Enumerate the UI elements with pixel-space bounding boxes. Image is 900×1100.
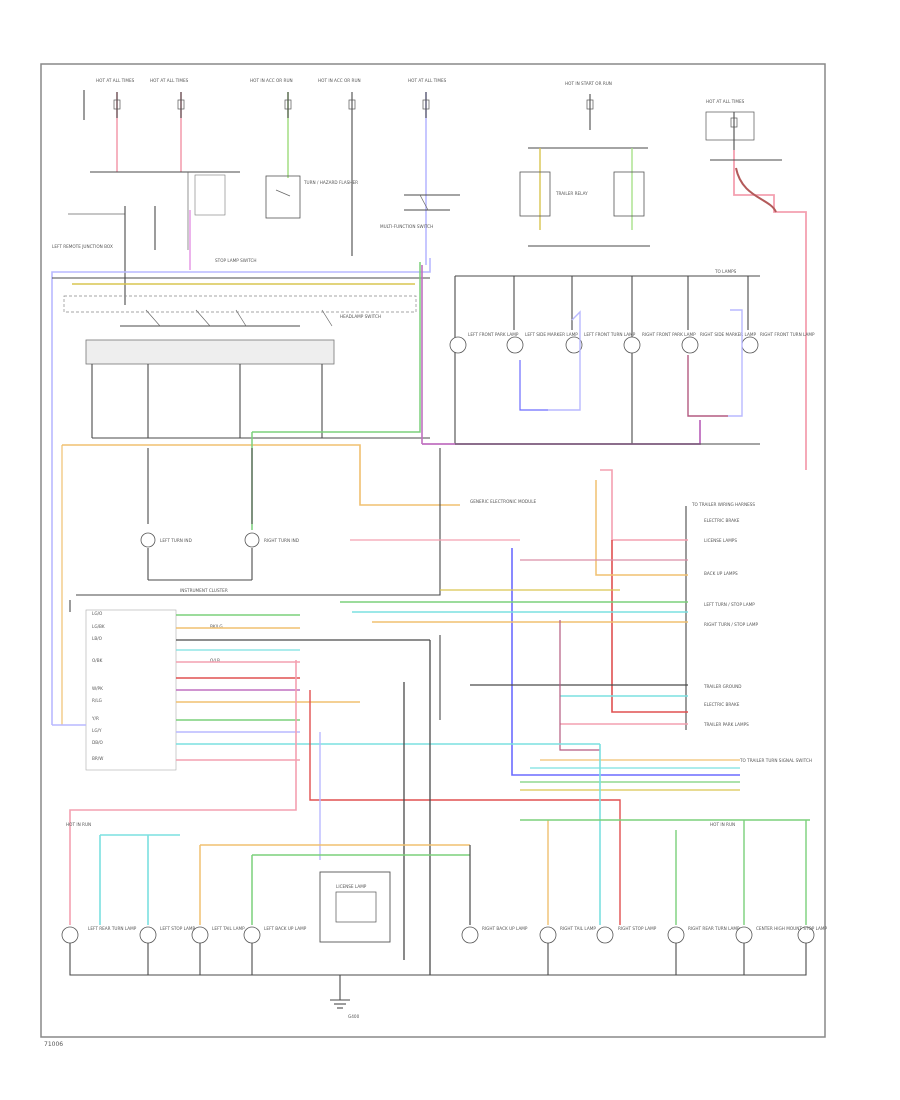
license-lamp-module [319,871,391,943]
rear-lamp-7: RIGHT TAIL LAMP [560,926,596,931]
instrument-cluster-label: INSTRUMENT CLUSTER [180,588,228,593]
left-harness-rows: LG/O LG/BK LB/O O/BK W/PK R/LG Y/R LG/Y … [52,609,621,975]
front-lamp-bank: TO LAMPS LEFT FRONT PARK LAMP LEFT SIDE … [421,265,815,445]
lamp-upper-1: LEFT FRONT PARK LAMP [468,332,519,337]
source-label-5: HOT AT ALL TIMES [408,78,447,83]
rear-lamp-1: LEFT REAR TURN LAMP [88,926,137,931]
flasher-relay: TURN / HAZARD FLASHER [265,175,358,219]
flasher-label: TURN / HAZARD FLASHER [303,180,358,185]
conn-label-5: RIGHT TURN / STOP LAMP [704,622,758,627]
conn-label-9: TO TRAILER TURN SIGNAL SWITCH [739,758,812,763]
multifunction-switch-top: MULTI-FUNCTION SWITCH [380,194,460,229]
lamp-upper-3: LEFT FRONT TURN LAMP [584,332,636,337]
source-label-6: HOT IN START OR RUN [565,81,612,86]
relay-label: TRAILER RELAY [555,191,588,196]
headlamp-switch-label: HEADLAMP SWITCH [340,314,381,319]
lamp-upper-6: RIGHT FRONT TURN LAMP [760,332,815,337]
right-turn-indicator [244,532,260,548]
left-turn-indicator [140,532,156,548]
conn-label-3: BACK UP LAMPS [704,571,738,576]
lamp-upper-5: RIGHT SIDE MARKER LAMP [700,332,756,337]
wire-code-11: BK/LG [210,624,223,629]
rear-lamp-2: LEFT STOP LAMP [160,926,195,931]
wire-code-5: W/PK [92,686,103,691]
wire-code-7: Y/R [91,716,99,721]
conn-label-6: TRAILER GROUND [703,684,742,689]
harness-wires [340,469,740,791]
main-bus-lavender [51,258,431,725]
trailer-relays: TRAILER RELAY [519,147,650,247]
conn-label-8: TRAILER PARK LAMPS [703,722,749,727]
wire-code-1: LG/O [92,611,103,616]
source-label-4: HOT IN ACC OR RUN [318,78,361,83]
bottom-left-label: HOT IN RUN [66,822,91,827]
wire-code-8: LG/Y [92,728,102,733]
right-turn-ind-label: RIGHT TURN IND [264,538,299,543]
conn-label-4: LEFT TURN / STOP LAMP [704,602,755,607]
conn-label-2: LICENSE LAMPS [704,538,737,543]
wire-code-6: R/LG [92,698,102,703]
rear-lamp-3: LEFT TAIL LAMP [212,926,245,931]
figure-ref: 71006 [44,1041,63,1048]
source-label-3: HOT IN ACC OR RUN [250,78,293,83]
lamp-upper-4: RIGHT FRONT PARK LAMP [642,332,696,337]
rear-lamp-6: RIGHT BACK UP LAMP [482,926,528,931]
wire-code-4: O/BK [92,658,103,663]
hazard-switch-left: LEFT REMOTE JUNCTION BOX [52,206,191,305]
rear-lamp-9: RIGHT REAR TURN LAMP [688,926,740,931]
wire-code-3: LB/O [92,636,103,641]
source-label-2: HOT AT ALL TIMES [150,78,189,83]
conn-label-1: ELECTRIC BRAKE [704,518,740,523]
wire-code-9: DB/O [92,740,104,745]
wire-code-12: O/LB [210,658,220,663]
rear-lamp-4: LEFT BACK UP LAMP [264,926,307,931]
lamp-upper-2: LEFT SIDE MARKER LAMP [525,332,578,337]
gem-label: GENERIC ELECTRONIC MODULE [470,499,537,504]
rear-lamp-10: CENTER HIGH MOUNT STOP LAMP [756,926,828,931]
source-label-7: HOT AT ALL TIMES [706,99,745,104]
trailer-connector: TO TRAILER WIRING HARNESS ELECTRIC BRAKE… [685,502,812,763]
rear-lamp-5: LICENSE LAMP [336,884,367,889]
diagram-border [40,63,826,1038]
left-turn-ind-label: LEFT TURN IND [160,538,192,543]
fuse-feeds [83,90,755,265]
front-lamps-label: TO LAMPS [714,269,737,274]
trailer-connector-title: TO TRAILER WIRING HARNESS [691,502,755,507]
right-hot-feed [710,150,807,470]
wire-code-10: BR/W [92,756,103,761]
source-label-1: HOT AT ALL TIMES [96,78,135,83]
bottom-right-label: HOT IN RUN [710,822,735,827]
top-sources: HOT AT ALL TIMES HOT AT ALL TIMES HOT IN… [96,78,745,104]
rear-lamp-bus: HOT IN RUN HOT IN RUN [66,744,810,925]
ground-label: G400 [348,1014,360,1019]
bottom-lamps: LEFT REAR TURN LAMP LEFT STOP LAMP LEFT … [61,884,828,944]
ground-return: G400 [69,943,807,1019]
rear-lamp-8: RIGHT STOP LAMP [618,926,657,931]
instrument-cluster: LEFT TURN IND RIGHT TURN IND INSTRUMENT … [140,448,299,593]
stop-lamp-switch-label: STOP LAMP SWITCH [215,258,257,263]
left-remote-junction-label: LEFT REMOTE JUNCTION BOX [52,244,113,249]
wire-code-2: LG/BK [92,624,105,629]
conn-label-7: ELECTRIC BRAKE [704,702,740,707]
multifunction-switch-central: HEADLAMP SWITCH [63,295,430,439]
multifunction-label: MULTI-FUNCTION SWITCH [380,224,433,229]
